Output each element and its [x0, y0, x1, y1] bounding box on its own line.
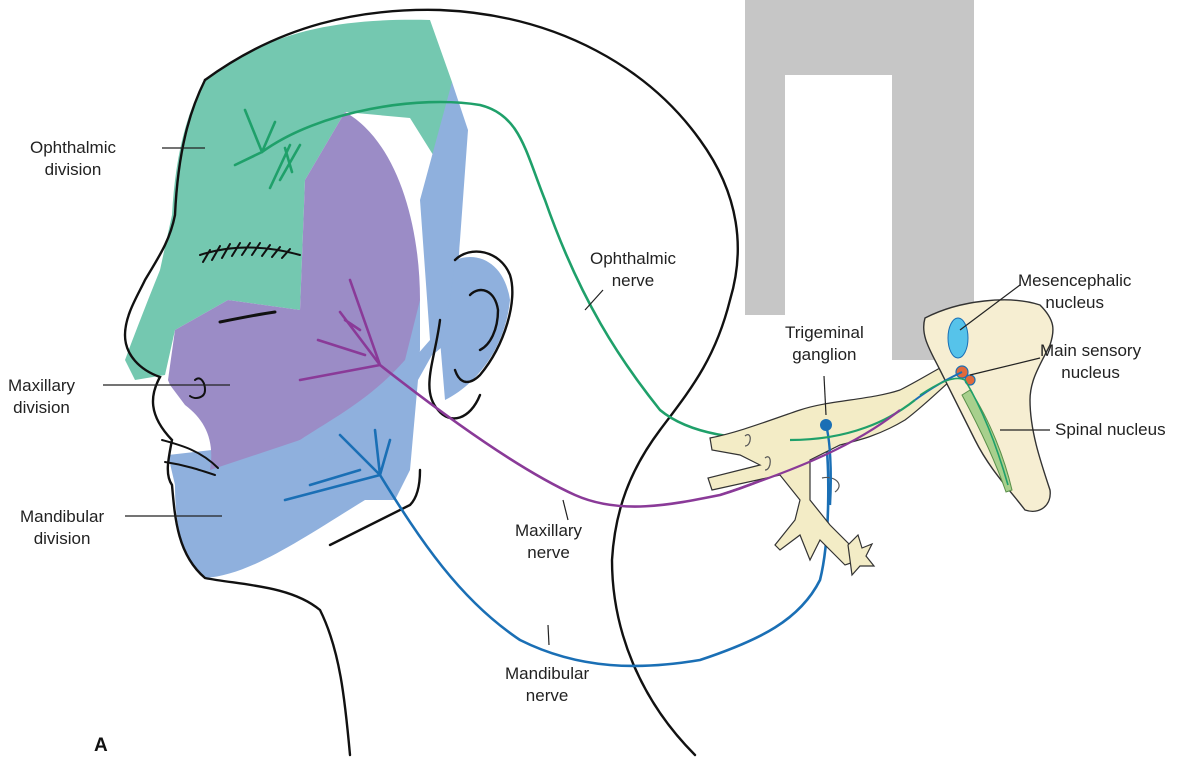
- label-line: division: [20, 528, 104, 550]
- label-line: nerve: [515, 542, 582, 564]
- label-line: division: [8, 397, 75, 419]
- label-mesencephalic-nucleus: Mesencephalic nucleus: [1018, 270, 1131, 314]
- label-line: Ophthalmic: [30, 137, 116, 159]
- label-line: Main sensory: [1040, 340, 1141, 362]
- label-line: Maxillary: [515, 520, 582, 542]
- label-maxillary-division: Maxillary division: [8, 375, 75, 419]
- label-line: Maxillary: [8, 375, 75, 397]
- label-line: division: [30, 159, 116, 181]
- label-line: Mandibular: [505, 663, 589, 685]
- panel-letter: A: [94, 735, 108, 757]
- label-line: ganglion: [785, 344, 864, 366]
- label-trigeminal-ganglion: Trigeminal ganglion: [785, 322, 864, 366]
- label-line: Ophthalmic: [590, 248, 676, 270]
- label-line: nerve: [590, 270, 676, 292]
- label-spinal-nucleus: Spinal nucleus: [1055, 419, 1166, 441]
- label-main-sensory-nucleus: Main sensory nucleus: [1040, 340, 1141, 384]
- brainstem: [915, 300, 1053, 511]
- label-ophthalmic-nerve: Ophthalmic nerve: [590, 248, 676, 292]
- mesencephalic-nucleus-shape: [948, 318, 968, 358]
- label-mandibular-division: Mandibular division: [20, 506, 104, 550]
- label-line: Mandibular: [20, 506, 104, 528]
- label-line: nerve: [505, 685, 589, 707]
- face-regions: [125, 20, 510, 578]
- label-line: nucleus: [1040, 362, 1141, 384]
- label-ophthalmic-division: Ophthalmic division: [30, 137, 116, 181]
- label-line: Trigeminal: [785, 322, 864, 344]
- label-maxillary-nerve: Maxillary nerve: [515, 520, 582, 564]
- label-mandibular-nerve: Mandibular nerve: [505, 663, 589, 707]
- pi-watermark: [745, 0, 974, 360]
- label-line: Mesencephalic: [1018, 270, 1131, 292]
- label-line: nucleus: [1018, 292, 1131, 314]
